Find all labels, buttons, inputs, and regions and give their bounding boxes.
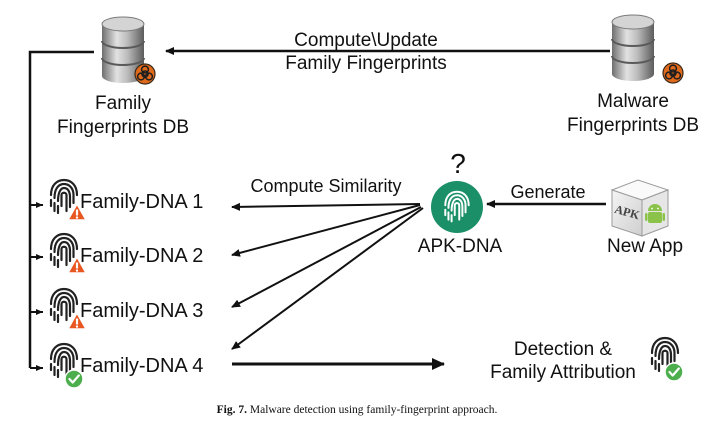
similarity-arrow-3 [231,206,422,308]
left-trunk-line [28,50,94,368]
family-dna-3-item: Family-DNA 3 [49,287,203,330]
generate-label: Generate [510,182,585,202]
family-dna-1-item: Family-DNA 1 [49,178,203,221]
fingerprint-icon [49,178,79,215]
apk-dna-icon [431,181,483,233]
new-app-label: New App [607,236,683,257]
family-dna-3-label: Family-DNA 3 [80,300,203,322]
check-icon [663,361,685,383]
compute-update-label-line-2: Family Fingerprints [285,53,447,74]
family-db-label-line-1: Family [95,93,151,114]
result-label-line-1: Detection & [514,339,613,360]
malware-db-label-line-2: Fingerprints DB [567,115,699,136]
fingerprint-icon [49,287,79,324]
similarity-arrow-1 [231,202,421,211]
family-dna-1-label: Family-DNA 1 [80,191,203,213]
question-mark: ? [450,148,466,179]
compute-similarity-label: Compute Similarity [250,176,401,196]
family-dna-2-item: Family-DNA 2 [49,232,203,274]
fingerprint-icon [49,232,79,269]
apk-package-icon: APK [610,179,670,237]
caption-text: Malware detection using family-fingerpri… [247,404,498,416]
apk-box-text: APK [613,202,642,223]
apk-dna-label: APK-DNA [418,236,503,257]
malware-db-icon [611,14,684,84]
caption-prefix: Fig. 7. [216,404,247,416]
malware-db-label-line-1: Malware [597,91,669,112]
android-icon [645,204,665,223]
family-db-label-line-2: Fingerprints DB [57,117,189,138]
family-dna-4-item: Family-DNA 4 [49,342,203,390]
compute-update-label-line-1: Compute\Update [294,30,438,51]
malware-detection-diagram: Family Fingerprints DB Malware Fingerpri… [28,14,699,390]
family-dna-4-label: Family-DNA 4 [80,355,203,377]
similarity-arrow-4 [231,207,424,350]
figure-caption: Fig. 7. Malware detection using family-f… [0,404,714,416]
result-label-line-2: Family Attribution [490,362,636,383]
family-dna-2-label: Family-DNA 2 [80,245,203,267]
result-fingerprint-icon [650,336,685,383]
family-db-icon [101,16,156,85]
similarity-arrow-2 [231,204,421,257]
